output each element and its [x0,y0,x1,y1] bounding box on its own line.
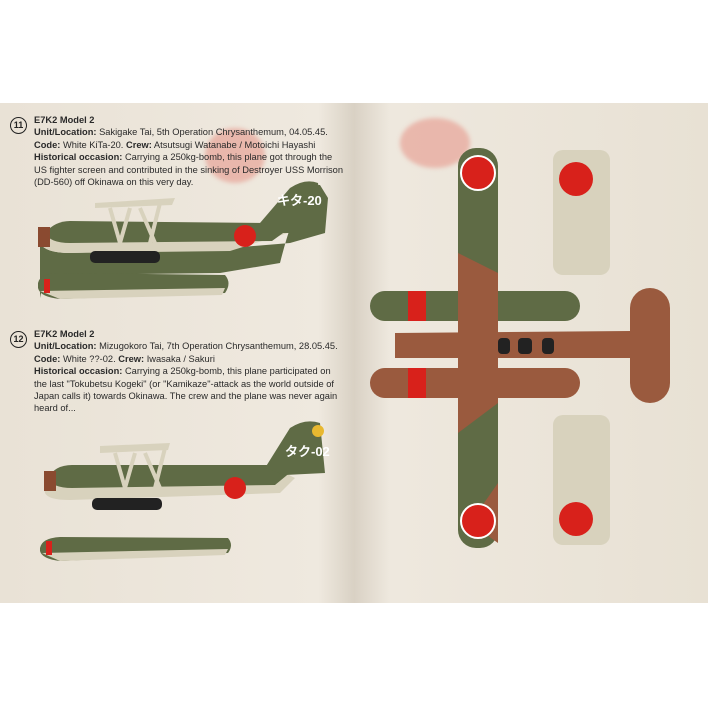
crew: Atsutsugi Watanabe / Motoichi Hayashi [153,139,316,150]
tail-code-12: タク-02 [285,444,330,459]
side-view-11: キタ-20 [38,181,328,299]
occasion: Carrying a 250kg-bomb, this plane partic… [34,366,338,414]
background-sun [400,118,470,168]
label: Crew: [118,353,145,364]
label: Unit/Location: [34,127,97,138]
decal-instruction-sheet: 11 E7K2 Model 2 Unit/Location: Sakigake … [0,103,708,603]
occasion: Carrying a 250kg-bomb, this plane got th… [34,152,344,188]
label: Code: [34,139,61,150]
unit: Mizugokoro Tai, 7th Operation Chrysanthe… [99,341,338,352]
label: Unit/Location: [34,341,97,352]
profile-11-text: E7K2 Model 2 Unit/Location: Sakigake Tai… [34,114,344,188]
underside-view [553,150,610,545]
label: Code: [34,353,61,364]
top-view [370,148,670,548]
profile-number-12: 12 [10,331,27,348]
label: Historical occasion: [34,366,123,377]
label: Historical occasion: [34,152,123,163]
tail-code-11: キタ-20 [277,193,322,208]
code: White KiTa-20. [62,139,124,150]
profile-12-text: E7K2 Model 2 Unit/Location: Mizugokoro T… [34,328,344,415]
background-sun [205,128,265,183]
profile-number-11: 11 [10,117,27,134]
profile-title: E7K2 Model 2 [34,115,95,125]
profile-title: E7K2 Model 2 [34,329,95,339]
unit: Sakigake Tai, 5th Operation Chrysanthemu… [99,127,328,138]
code: White ??-02. [62,353,116,364]
side-view-12: タク-02 [40,421,330,561]
label: Crew: [125,139,152,150]
aircraft-drawings: キタ-20 タク-02 [38,148,670,561]
crew: Iwasaka / Sakuri [146,353,215,364]
